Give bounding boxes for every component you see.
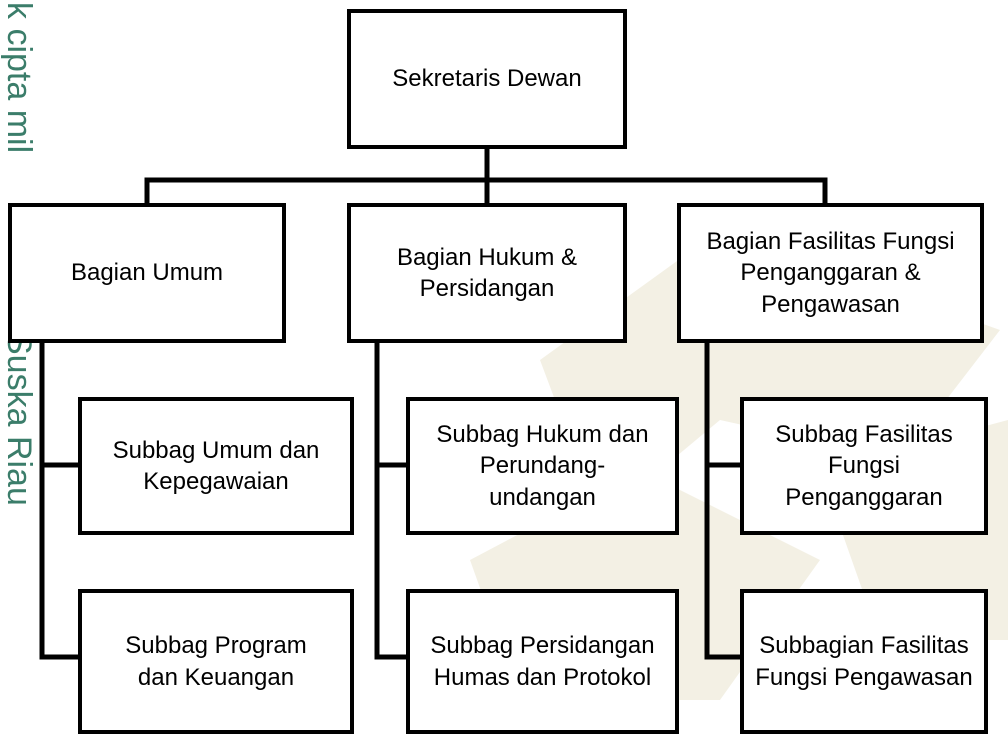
margin-watermark-text: k cipta mil Suska Riau: [0, 2, 38, 506]
box-sekretaris-dewan: Sekretaris Dewan: [347, 9, 627, 149]
box-bagian-umum: Bagian Umum: [8, 203, 286, 343]
box-subbag-fasilitas-penganggaran: Subbag Fasilitas Fungsi Penganggaran: [740, 397, 988, 535]
box-subbag-persidangan-humas: Subbag Persidangan Humas dan Protokol: [406, 589, 679, 734]
margin-text-top: k cipta mil: [0, 2, 38, 153]
box-subbag-program-keuangan: Subbag Program dan Keuangan: [78, 589, 354, 734]
box-bagian-fasilitas: Bagian Fasilitas Fungsi Penganggaran & P…: [677, 203, 984, 343]
margin-text-bottom: Suska Riau: [0, 332, 38, 506]
box-subbag-hukum-perundangan: Subbag Hukum dan Perundang- undangan: [406, 397, 679, 535]
box-subbagian-fasilitas-pengawasan: Subbagian Fasilitas Fungsi Pengawasan: [740, 589, 988, 734]
box-subbag-umum-kepegawaian: Subbag Umum dan Kepegawaian: [78, 397, 354, 535]
box-bagian-hukum-persidangan: Bagian Hukum & Persidangan: [347, 203, 627, 343]
